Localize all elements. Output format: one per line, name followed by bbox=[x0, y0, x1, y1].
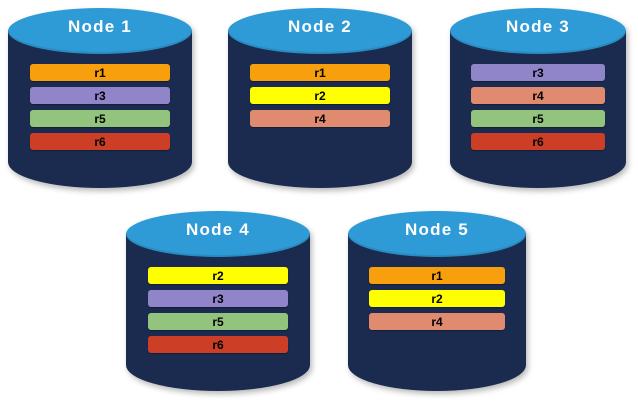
replica-bar-r5[interactable]: r5 bbox=[30, 110, 170, 127]
replica-bar-r4[interactable]: r4 bbox=[471, 87, 605, 104]
replica-bar-r3[interactable]: r3 bbox=[148, 290, 288, 307]
cylinder-top-ellipse bbox=[8, 8, 192, 54]
cylinder-shape bbox=[126, 211, 310, 391]
replica-bar-r6[interactable]: r6 bbox=[148, 336, 288, 353]
cylinder-shape bbox=[348, 211, 526, 391]
cylinder-top-ellipse bbox=[228, 8, 412, 54]
cylinder-body bbox=[228, 30, 412, 188]
cylinder-top-ellipse bbox=[348, 211, 526, 257]
replica-list: r3 r4 r5 r6 bbox=[450, 64, 626, 150]
replica-bar-r2[interactable]: r2 bbox=[250, 87, 390, 104]
cylinder-body bbox=[348, 233, 526, 391]
replica-list: r1 r3 r5 r6 bbox=[8, 64, 192, 150]
replica-list: r1 r2 r4 bbox=[348, 267, 526, 330]
replica-bar-r1[interactable]: r1 bbox=[30, 64, 170, 81]
cylinder-body bbox=[126, 233, 310, 391]
replica-bar-r2[interactable]: r2 bbox=[369, 290, 505, 307]
replica-bar-r1[interactable]: r1 bbox=[369, 267, 505, 284]
cylinder-top-ellipse bbox=[126, 211, 310, 257]
replica-list: r2 r3 r5 r6 bbox=[126, 267, 310, 353]
replica-bar-r5[interactable]: r5 bbox=[471, 110, 605, 127]
cylinder-shape bbox=[228, 8, 412, 188]
replica-bar-r2[interactable]: r2 bbox=[148, 267, 288, 284]
replica-list: r1 r2 r4 bbox=[228, 64, 412, 127]
replica-bar-r5[interactable]: r5 bbox=[148, 313, 288, 330]
replica-bar-r1[interactable]: r1 bbox=[250, 64, 390, 81]
cylinder-shape bbox=[8, 8, 192, 188]
cylinder-body bbox=[450, 30, 626, 188]
cylinder-shape bbox=[450, 8, 626, 188]
replica-bar-r4[interactable]: r4 bbox=[369, 313, 505, 330]
replica-bar-r4[interactable]: r4 bbox=[250, 110, 390, 127]
cylinder-body bbox=[8, 30, 192, 188]
replica-bar-r3[interactable]: r3 bbox=[30, 87, 170, 104]
cylinder-top-ellipse bbox=[450, 8, 626, 54]
replica-bar-r3[interactable]: r3 bbox=[471, 64, 605, 81]
replica-bar-r6[interactable]: r6 bbox=[30, 133, 170, 150]
replica-bar-r6[interactable]: r6 bbox=[471, 133, 605, 150]
